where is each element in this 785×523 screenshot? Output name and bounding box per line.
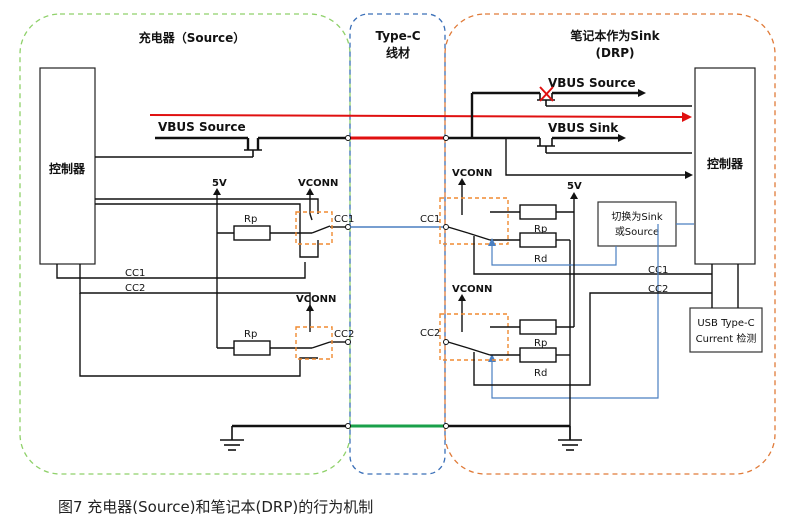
switch-control-to-cc1: [491, 244, 617, 266]
switch-control-to-cc2: [491, 224, 659, 399]
source-cc2-bus-label: CC2: [125, 283, 145, 294]
source-cc2-wiring: [79, 264, 346, 377]
source-ground-icon: [220, 426, 244, 451]
sink-vconn-bottom-arrow: [458, 294, 466, 301]
sink-cc2-terminal: [443, 339, 449, 345]
source-controller-label: 控制器: [49, 161, 86, 176]
source-vbus-terminal: [345, 135, 351, 141]
current-detect-line1: USB Type-C: [697, 318, 754, 329]
power-flow-arrowhead: [682, 112, 692, 122]
source-cc2-switch-label: CC2: [334, 329, 354, 340]
sink-cc1-terminal: [443, 224, 449, 230]
sink-rp-top-resistor: [519, 204, 557, 220]
sink-rd-top-resistor: [519, 232, 557, 248]
source-vconn-bottom-arrow: [306, 304, 314, 311]
source-cc2-switch-box: [295, 326, 333, 360]
sink-cc2-switch-label: CC2: [420, 328, 440, 339]
source-rp-top-label: Rp: [244, 214, 257, 225]
vbus-source-arrowhead: [638, 89, 646, 97]
sink-vconn-top-arrow: [458, 178, 466, 185]
disabled-x-icon: [539, 86, 554, 102]
sink-title-line1: 笔记本作为Sink: [570, 28, 660, 43]
source-5v-label: 5V: [212, 178, 227, 189]
source-cc1-terminal: [345, 224, 351, 230]
sink-rp-top-label: Rp: [534, 224, 547, 235]
sink-5v-label: 5V: [567, 181, 582, 192]
source-vbus-wiring: [155, 136, 346, 150]
source-cc1-wiring: [56, 198, 346, 279]
source-vbus-label: VBUS Source: [158, 120, 246, 134]
figure-caption: 图7 充电器(Source)和笔记本(DRP)的行为机制: [58, 498, 374, 516]
source-controller-box: [39, 67, 96, 265]
source-cc1-switch-box: [295, 211, 333, 245]
sink-controller-label: 控制器: [707, 156, 744, 171]
sink-rd-bottom-label: Rd: [534, 368, 547, 379]
vbus-sense-arrowhead: [685, 171, 693, 179]
sink-vconn-top-label: VCONN: [452, 168, 492, 179]
sink-ground-terminal: [443, 423, 449, 429]
sink-ground-icon: [558, 426, 582, 451]
cc1-control-arrowhead: [488, 238, 496, 246]
sink-vbus-terminal: [443, 135, 449, 141]
source-rp-top-resistor: [233, 225, 271, 241]
sink-cc1-wiring: [447, 211, 692, 385]
sink-rp-bottom-label: Rp: [534, 338, 547, 349]
power-flow-line: [149, 114, 683, 118]
source-vbus-mosfet: [95, 149, 262, 158]
sink-5v-arrow: [570, 192, 578, 199]
sink-rd-bottom-resistor: [519, 347, 557, 363]
switch-control-line1: 切换为Sink: [611, 210, 662, 223]
sink-vconn-bottom-label: VCONN: [452, 284, 492, 295]
vbus-sink-arrowhead: [618, 134, 626, 142]
source-cc2-terminal: [345, 339, 351, 345]
sink-cc1-switch-label: CC1: [420, 214, 440, 225]
sink-controller-box: [694, 67, 756, 265]
source-rp-bottom-label: Rp: [244, 329, 257, 340]
source-cc1-switch-label: CC1: [334, 214, 354, 225]
source-ground-terminal: [345, 423, 351, 429]
source-vconn-top-label: VCONN: [298, 178, 338, 189]
sink-vbus-source-mosfet: [537, 93, 692, 107]
sink-vbus-sink-mosfet: [537, 138, 692, 154]
source-rp-bottom-resistor: [233, 340, 271, 356]
source-title: 充电器（Source）: [139, 30, 246, 45]
switch-control-line2: 或Source: [615, 226, 659, 238]
source-vconn-bottom-label: VCONN: [296, 294, 336, 305]
source-vconn-top-arrow: [306, 188, 314, 195]
sink-rd-top-label: Rd: [534, 254, 547, 265]
sink-vbus-source-label: VBUS Source: [548, 76, 636, 90]
sink-title-line2: (DRP): [596, 46, 635, 60]
cable-title-line2: 线材: [386, 45, 410, 60]
current-detect-line2: Current 检测: [696, 332, 757, 345]
source-cc1-bus-label: CC1: [125, 268, 145, 279]
sink-vbus-sink-label: VBUS Sink: [548, 121, 619, 135]
cable-region: [349, 13, 446, 475]
current-detect-box: [689, 307, 763, 353]
switch-control-box: [597, 201, 677, 247]
sink-vbus-sense: [505, 138, 685, 176]
detect-wiring: [692, 264, 739, 308]
sink-rp-bottom-resistor: [519, 319, 557, 335]
source-5v-arrow: [213, 188, 221, 195]
cable-title-line1: Type-C: [375, 29, 420, 43]
sink-cc2-bus-label: CC2: [648, 284, 668, 295]
